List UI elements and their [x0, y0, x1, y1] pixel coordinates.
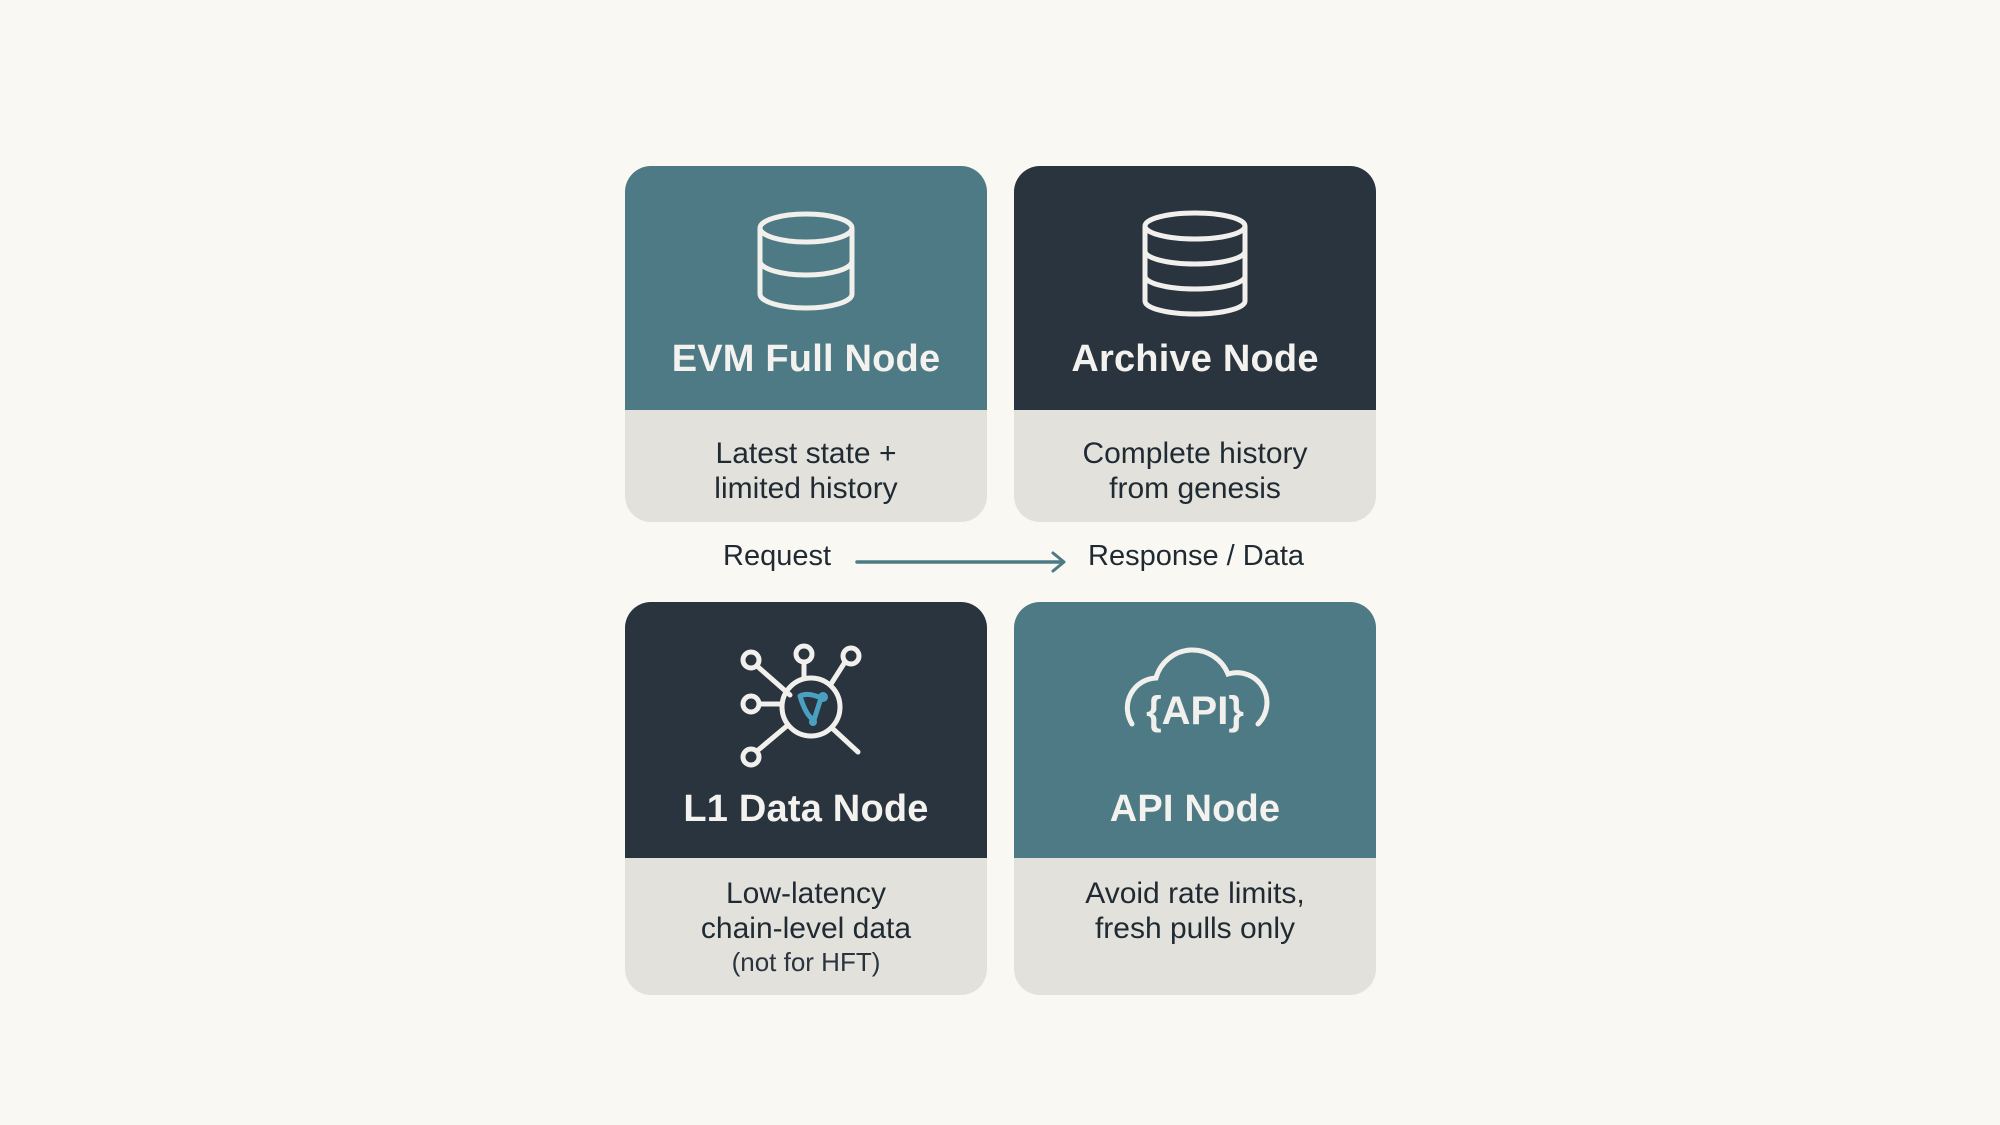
card-header: EVM Full Node	[625, 166, 987, 410]
card-header: Archive Node	[1014, 166, 1376, 410]
api-cloud-icon: {API}	[1124, 647, 1270, 733]
card-description: Avoid rate limits, fresh pulls only	[1014, 858, 1376, 946]
description-line: Latest state +	[715, 437, 897, 470]
description-line: limited history	[714, 472, 898, 505]
node-card-archive: Archive Node Complete history from genes…	[1014, 166, 1376, 522]
card-title: L1 Data Node	[683, 788, 929, 830]
flow-response-label: Response / Data	[1088, 540, 1305, 572]
description-line: chain-level data	[700, 912, 912, 945]
node-card-l1-data: L1 Data Node Low-latency chain-level dat…	[625, 602, 987, 995]
description-line: Complete history	[1082, 437, 1308, 470]
description-line: Low-latency	[725, 877, 887, 910]
node-card-evm-full: EVM Full Node Latest state + limited his…	[625, 166, 987, 522]
database-stack-icon	[1142, 210, 1248, 317]
api-icon-text: {API}	[1146, 689, 1244, 733]
node-card-api: {API} API Node Avoid rate limits, fresh …	[1014, 602, 1376, 995]
card-title: Archive Node	[1071, 338, 1319, 380]
description-note: (not for HFT)	[731, 947, 881, 977]
flow-request-label: Request	[723, 540, 832, 572]
card-title: EVM Full Node	[671, 338, 941, 380]
description-line: from genesis	[1109, 472, 1281, 505]
card-description: Low-latency chain-level data (not for HF…	[625, 858, 987, 978]
description-line: fresh pulls only	[1094, 912, 1296, 945]
arrow-right-icon	[855, 551, 1066, 573]
database-icon	[757, 211, 855, 311]
card-description: Latest state + limited history	[625, 410, 987, 506]
network-search-icon	[740, 643, 862, 768]
card-title: API Node	[1109, 788, 1281, 830]
description-line: Avoid rate limits,	[1085, 877, 1305, 910]
card-header: {API} API Node	[1014, 602, 1376, 858]
card-description: Complete history from genesis	[1014, 410, 1376, 506]
card-header: L1 Data Node	[625, 602, 987, 858]
